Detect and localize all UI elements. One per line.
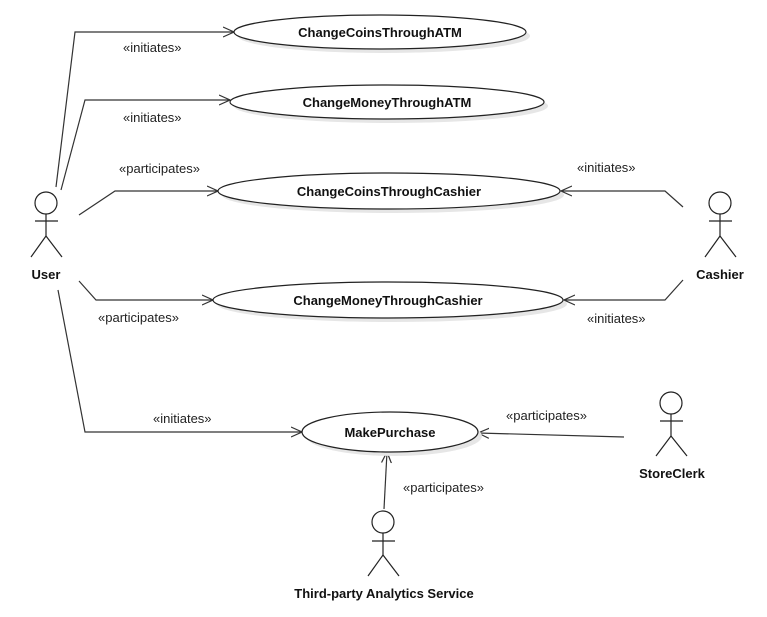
actor-cashier[interactable]: Cashier [696, 191, 744, 282]
stereotype-label: «participates» [98, 310, 179, 325]
assoc-analytics-uc5[interactable] [384, 452, 387, 510]
use-case-label: ChangeMoneyThroughATM [303, 95, 472, 110]
actor-label: StoreClerk [639, 466, 706, 481]
actor-label: Cashier [696, 267, 744, 282]
use-case-changecoinscashier[interactable]: ChangeCoinsThroughCashier [217, 172, 564, 213]
actor-user[interactable]: User [30, 191, 63, 282]
use-case-label: ChangeCoinsThroughCashier [297, 184, 481, 199]
actor-third-party-analytics[interactable]: Third-party Analytics Service [294, 510, 474, 601]
stick-figure-icon [30, 191, 63, 258]
actor-storeclerk[interactable]: StoreClerk [639, 391, 706, 481]
assoc-cashier-uc4[interactable] [564, 279, 684, 300]
use-case-ellipse[interactable] [229, 84, 545, 120]
assoc-user-uc3[interactable] [78, 191, 218, 216]
assoc-user-uc2[interactable] [60, 100, 230, 191]
assoc-storeclerk-uc5[interactable] [478, 433, 625, 437]
use-case-label: MakePurchase [344, 425, 435, 440]
stereotype-labels: «initiates» «initiates» «participates» «… [98, 40, 646, 495]
assoc-user-uc5[interactable] [57, 289, 302, 432]
use-case-ellipse[interactable] [217, 172, 561, 210]
actor-label: User [32, 267, 61, 282]
use-case-chargecoinsatm[interactable]: ChangeCoinsThroughATM [233, 14, 530, 53]
stereotype-label: «initiates» [577, 160, 636, 175]
use-case-changemoneycashier[interactable]: ChangeMoneyThroughCashier [212, 281, 567, 322]
stick-figure-icon [655, 391, 688, 457]
stereotype-label: «initiates» [153, 411, 212, 426]
stereotype-label: «participates» [506, 408, 587, 423]
assoc-cashier-uc3[interactable] [561, 191, 684, 208]
use-case-label: ChangeCoinsThroughATM [298, 25, 462, 40]
stereotype-label: «initiates» [587, 311, 646, 326]
assoc-user-uc4[interactable] [78, 280, 213, 300]
stereotype-label: «participates» [403, 480, 484, 495]
use-case-makepurchase[interactable]: MakePurchase [301, 411, 482, 456]
stick-figure-icon [367, 510, 400, 577]
associations [55, 32, 684, 510]
stick-figure-icon [704, 191, 737, 258]
use-case-ellipse[interactable] [301, 411, 479, 453]
stereotype-label: «participates» [119, 161, 200, 176]
use-case-ellipse[interactable] [212, 281, 564, 319]
stereotype-label: «initiates» [123, 40, 182, 55]
stereotype-label: «initiates» [123, 110, 182, 125]
use-case-changemoneyatm[interactable]: ChangeMoneyThroughATM [229, 84, 548, 123]
use-case-ellipse[interactable] [233, 14, 527, 50]
use-case-label: ChangeMoneyThroughCashier [293, 293, 482, 308]
actor-label: Third-party Analytics Service [294, 586, 473, 601]
assoc-user-uc1[interactable] [55, 32, 234, 188]
